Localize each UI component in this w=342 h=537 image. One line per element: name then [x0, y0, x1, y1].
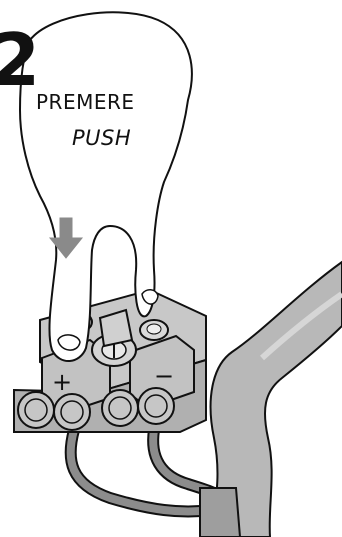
- minus-symbol: −: [154, 362, 174, 390]
- wire-left: [64, 424, 218, 518]
- terminal-block: [13, 288, 207, 433]
- instruction-label-translation: PUSH: [72, 126, 132, 150]
- wire-entries: [17, 387, 175, 431]
- hand-outline: [18, 11, 193, 362]
- step-number: 2: [0, 18, 41, 102]
- cable-highlight: [259, 291, 342, 361]
- push-arrow: [48, 217, 84, 259]
- instruction-label: PREMERE: [36, 90, 135, 114]
- screw-post: [98, 308, 134, 348]
- fingernail: [57, 334, 81, 351]
- fingernail-2: [141, 289, 159, 305]
- plus-symbol: +: [52, 368, 72, 396]
- cable-sleeve: [199, 487, 242, 537]
- wire-left-core: [66, 426, 216, 516]
